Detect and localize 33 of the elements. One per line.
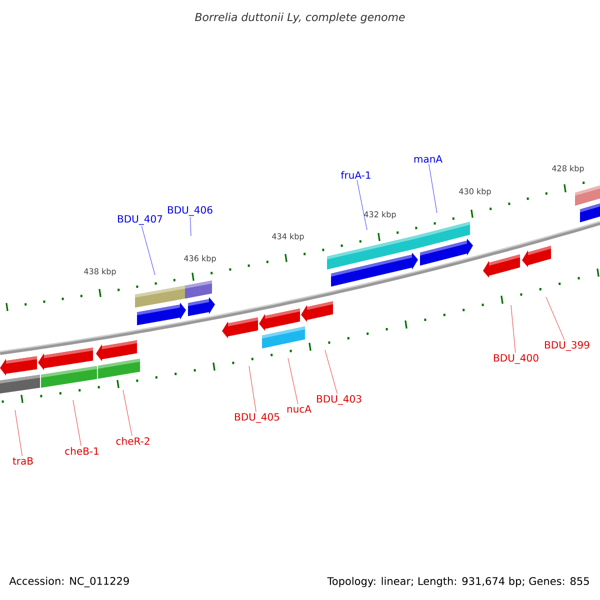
leader-line xyxy=(324,350,338,394)
accession-text: Accession: NC_011229 xyxy=(9,576,129,588)
gene-label: BDU_407 xyxy=(118,215,162,225)
scale-label: 430 kbp xyxy=(459,188,491,196)
leader-line xyxy=(510,304,516,354)
leader-line xyxy=(248,366,256,412)
gene-label: manA xyxy=(414,155,442,163)
scale-label: 436 kbp xyxy=(184,255,216,263)
gene-label: traB xyxy=(12,457,33,465)
scale-label: 432 kbp xyxy=(364,211,396,219)
scale-label: 438 kbp xyxy=(84,268,116,276)
gene-label: nucA xyxy=(287,405,312,413)
leader-line xyxy=(356,180,368,230)
leader-line xyxy=(72,400,82,446)
gene-label: BDU_399 xyxy=(545,341,590,351)
gene-label: BDU_405 xyxy=(235,413,280,423)
gene-label: cheR-2 xyxy=(116,437,150,445)
leader-line xyxy=(14,410,22,456)
genome-stats-text: Topology: linear; Length: 931,674 bp; Genes: 855 xyxy=(327,576,589,588)
gene-label: cheB-1 xyxy=(65,447,98,455)
gene-label: BDU_406 xyxy=(168,206,212,216)
gene-label: BDU_403 xyxy=(317,395,362,405)
leader-line xyxy=(141,226,156,276)
leader-line xyxy=(122,390,132,436)
leader-line xyxy=(190,216,192,236)
leader-line xyxy=(288,358,298,404)
scale-label: 434 kbp xyxy=(272,233,304,241)
title: Borrelia duttonii Ly, complete genome xyxy=(195,12,405,24)
scale-label: 428 kbp xyxy=(552,165,584,173)
leader-line xyxy=(546,296,565,340)
gene-label: fruA-1 xyxy=(340,171,370,179)
leader-line xyxy=(428,164,438,214)
gene-label: BDU_400 xyxy=(494,354,538,364)
